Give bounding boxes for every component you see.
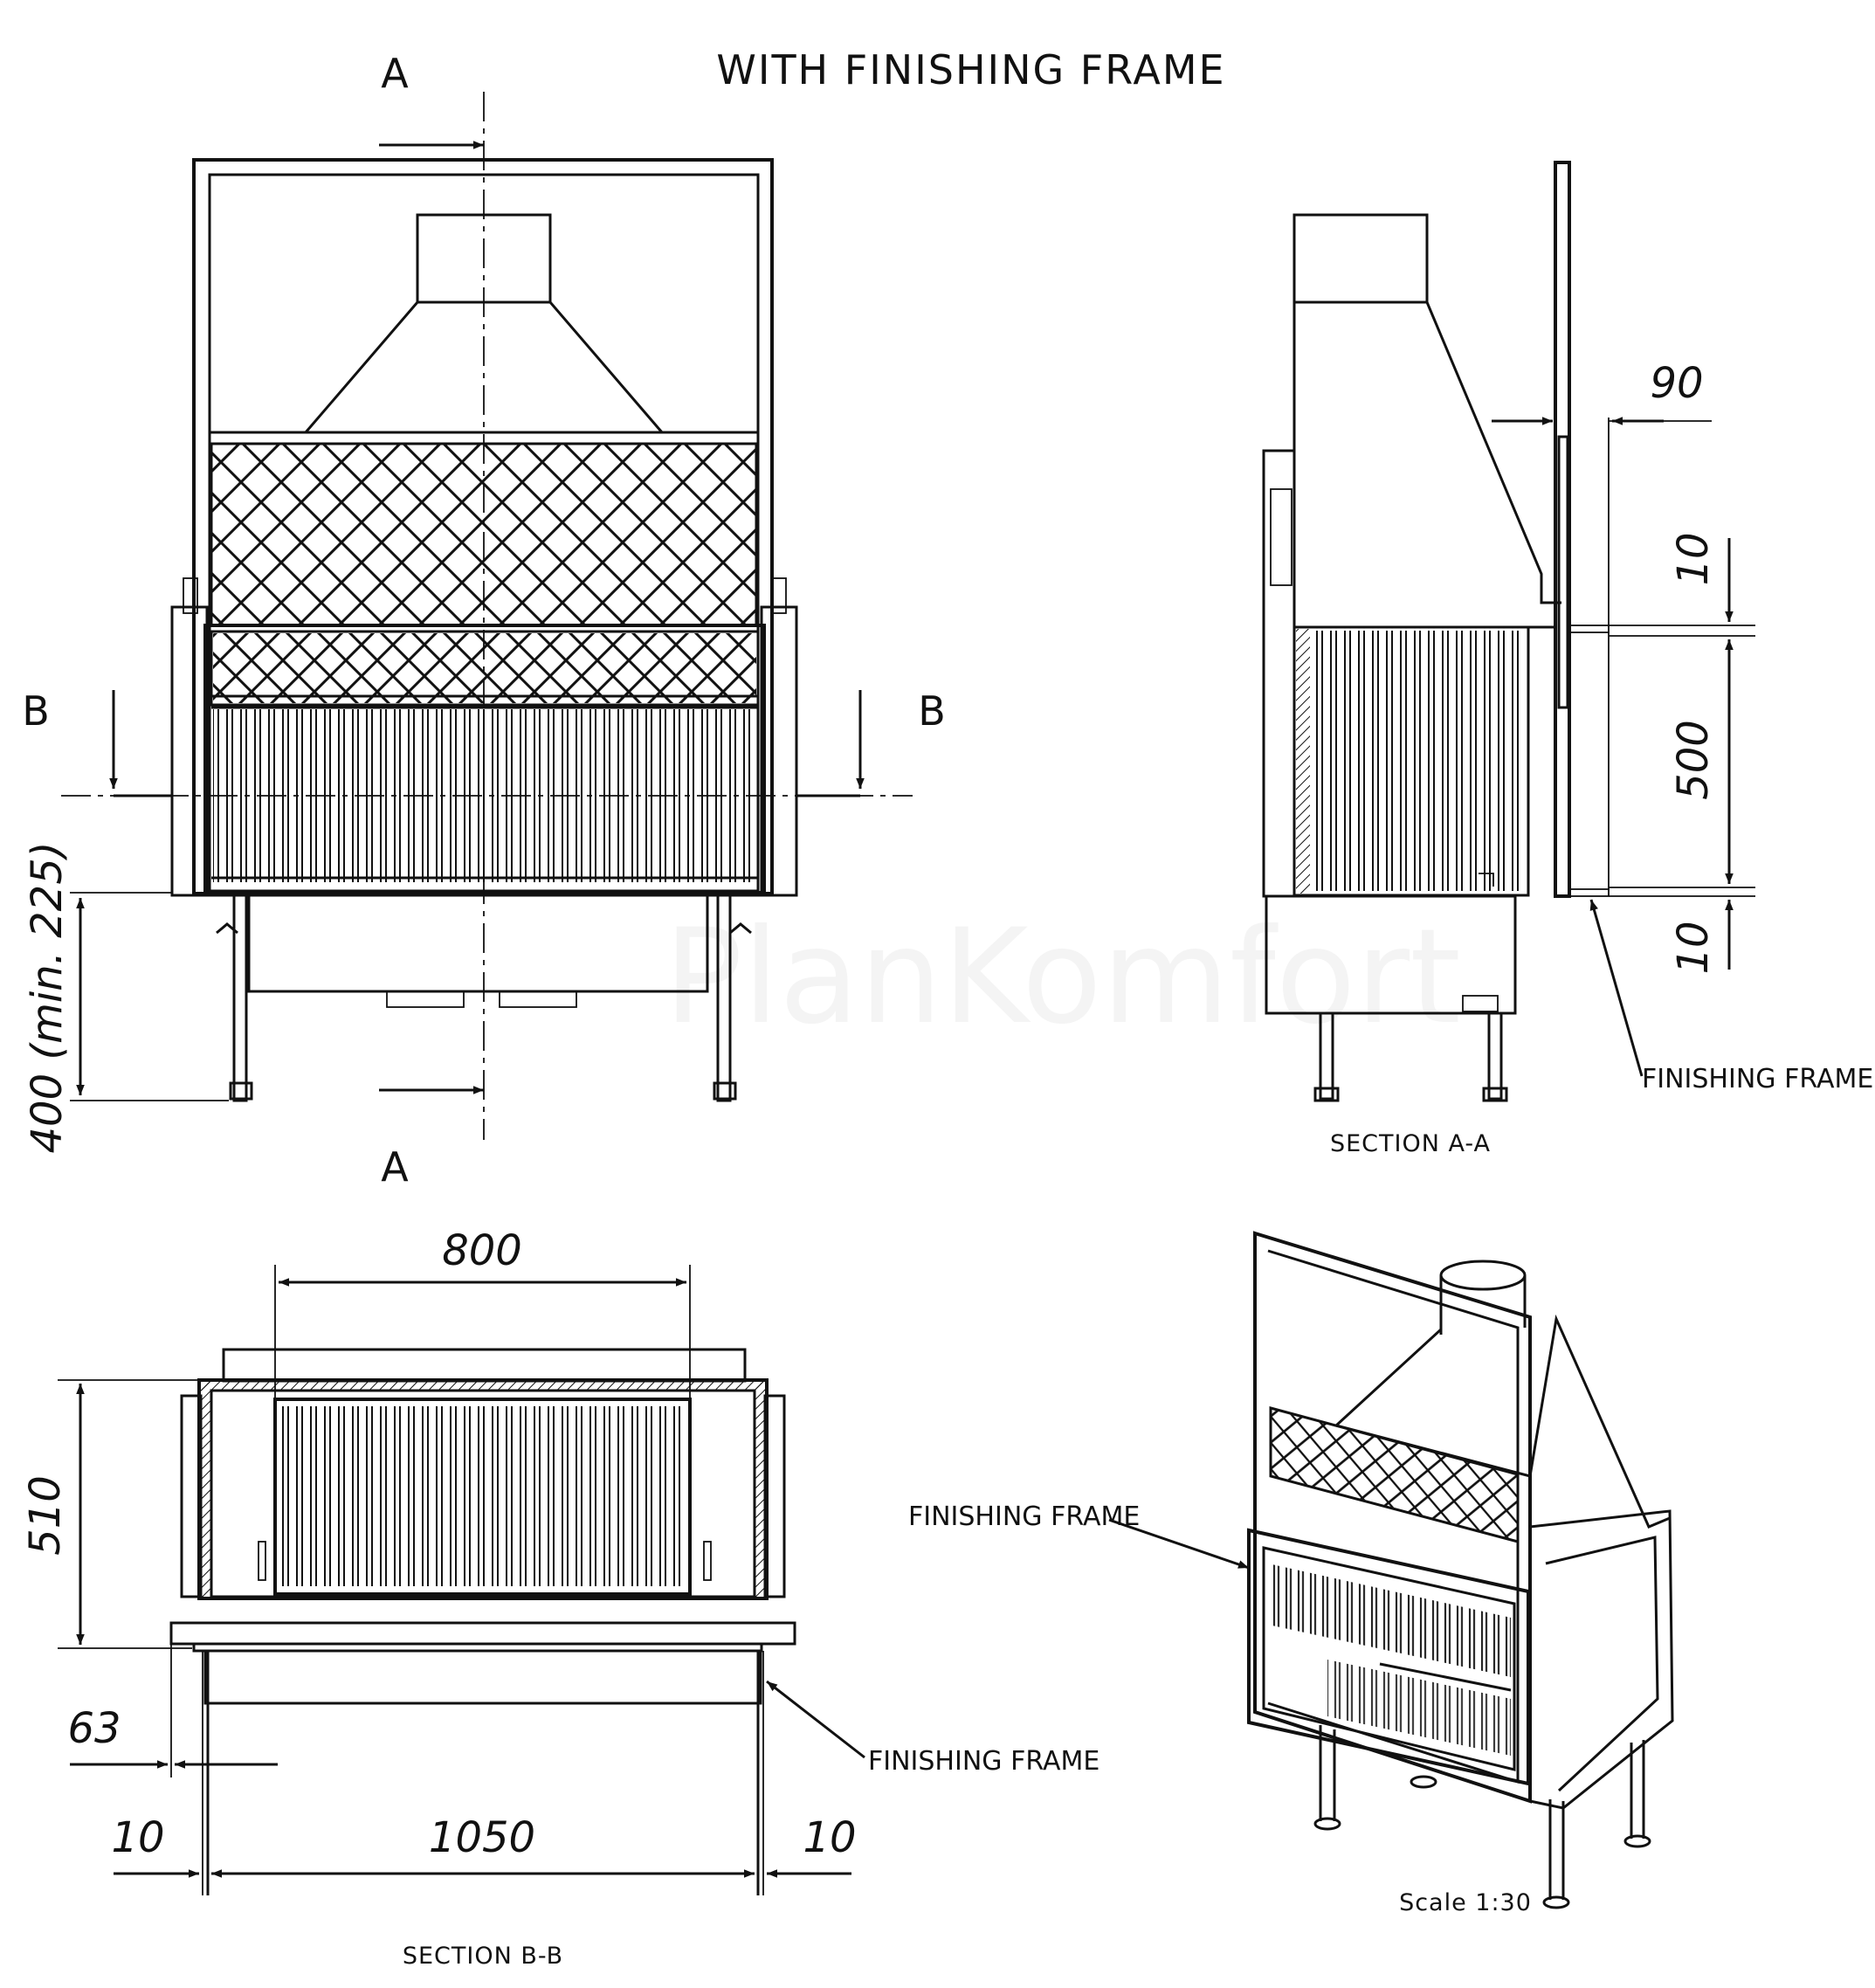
section-aa-caption: SECTION A-A [1330, 1130, 1491, 1157]
dim-bb-offset: 63 [67, 1704, 121, 1753]
dim-aa-top-gap: 10 [1669, 532, 1718, 585]
front-view: A A B B 400 (min. 225) [22, 50, 948, 1191]
section-mark-a-bottom: A [381, 1143, 410, 1191]
dim-bb-depth: 510 [21, 1475, 70, 1556]
isometric-view: FINISHING FRAME Scale 1:30 [908, 1231, 1674, 1916]
drawing-title: WITH FINISHING FRAME [716, 46, 1225, 93]
dim-bb-right: 10 [803, 1813, 856, 1862]
section-bb-caption: SECTION B-B [403, 1943, 563, 1970]
dim-leg-height: 400 (min. 225) [23, 842, 72, 1154]
dim-aa-bottom-gap: 10 [1669, 921, 1718, 974]
aa-frame-label: FINISHING FRAME [1642, 1064, 1873, 1094]
scale-label: Scale 1:30 [1399, 1889, 1532, 1916]
dim-bb-left: 10 [111, 1813, 164, 1862]
bb-frame-label: FINISHING FRAME [868, 1746, 1099, 1777]
section-mark-b-right: B [918, 687, 948, 735]
dim-bb-width: 1050 [429, 1813, 535, 1862]
section-bb-view: 800 510 63 10 1050 10 FINISHING FRAME SE… [21, 1226, 1099, 1970]
dim-aa-opening: 500 [1669, 720, 1718, 800]
dim-bb-inner-width: 800 [442, 1226, 522, 1275]
iso-frame-label: FINISHING FRAME [908, 1501, 1140, 1532]
section-mark-b-left: B [22, 687, 52, 735]
dim-aa-depth: 90 [1650, 359, 1703, 408]
section-mark-a-top: A [381, 50, 410, 97]
watermark: PlanKomfort [664, 901, 1461, 1053]
section-aa-view: 90 10 500 10 FINISHING FRAME SECTION A-A [1262, 161, 1873, 1157]
